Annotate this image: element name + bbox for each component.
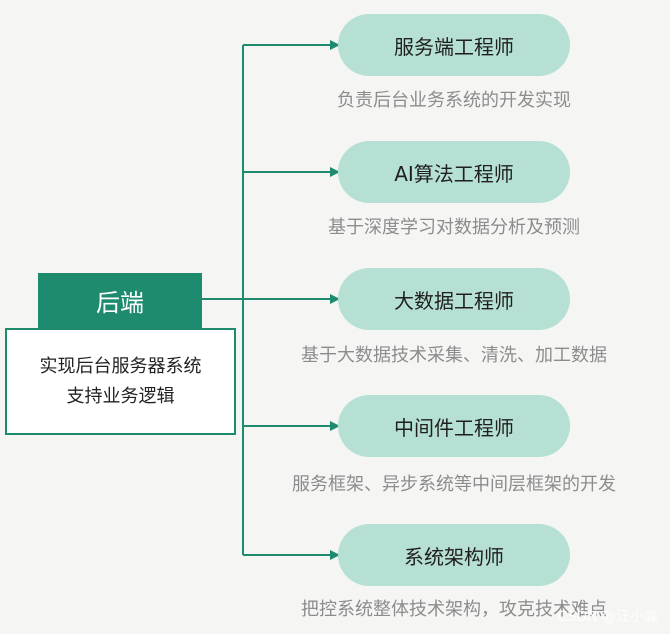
root-node-title: 后端 [38,273,202,328]
root-node-description: 实现后台服务器系统 支持业务逻辑 [5,328,236,435]
branch-node-ai-engineer: AI算法工程师 [338,141,570,203]
branch-description-ai-engineer: 基于深度学习对数据分析及预测 [328,217,580,238]
arrowhead-4 [330,421,340,431]
arrowhead-1 [330,40,340,50]
branch-description-server-engineer: 负责后台业务系统的开发实现 [337,90,571,111]
arrowhead-3 [330,294,340,304]
root-description-line-1: 实现后台服务器系统 [39,355,202,377]
watermark: CSDN @汪小淼 [557,609,658,625]
arrowhead-2 [330,167,340,177]
branch-node-server-engineer: 服务端工程师 [338,14,570,76]
branch-node-bigdata-engineer: 大数据工程师 [338,268,570,330]
branch-description-middleware-engineer: 服务框架、异步系统等中间层框架的开发 [292,474,616,495]
branch-description-system-architect: 把控系统整体技术架构，攻克技术难点 [301,599,607,620]
branch-node-system-architect: 系统架构师 [338,524,570,586]
arrowhead-5 [330,550,340,560]
branch-description-bigdata-engineer: 基于大数据技术采集、清洗、加工数据 [301,345,607,366]
branch-node-middleware-engineer: 中间件工程师 [338,395,570,457]
root-description-line-2: 支持业务逻辑 [66,385,175,407]
